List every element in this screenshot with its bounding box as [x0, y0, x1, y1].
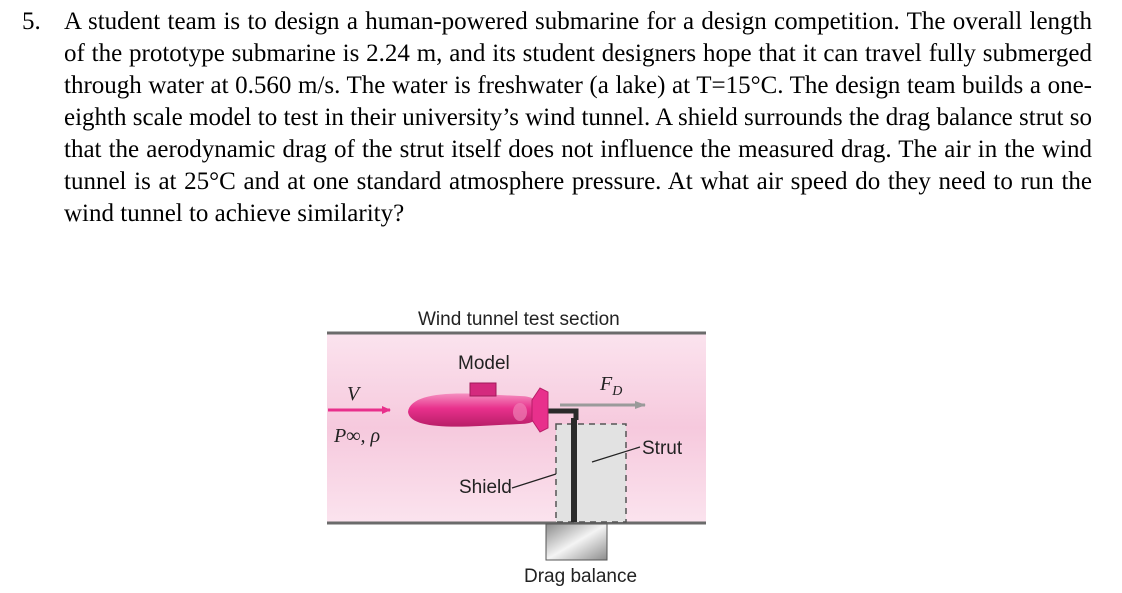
- drag-balance: [545, 523, 608, 561]
- strut-leader: [591, 446, 641, 463]
- model-label: Model: [458, 353, 510, 374]
- shield-label: Shield: [459, 477, 512, 498]
- tunnel-section: [327, 334, 706, 522]
- strut: [571, 418, 577, 522]
- figure-title: Wind tunnel test section: [418, 309, 620, 330]
- drag-force-label: FD: [599, 373, 622, 399]
- shield-leader: [511, 473, 557, 489]
- velocity-label: V: [347, 383, 362, 405]
- problem-number: 5.: [22, 8, 41, 35]
- shield: [555, 423, 627, 523]
- strut-label: Strut: [642, 438, 683, 459]
- problem-statement: 5. A student team is to design a human-p…: [22, 6, 1092, 230]
- problem-text: A student team is to design a human-powe…: [64, 8, 1092, 227]
- drag-balance-label: Drag balance: [524, 566, 637, 587]
- pressure-density-label: P∞, ρ: [333, 425, 380, 447]
- submarine-model: [408, 382, 549, 433]
- sting: [545, 408, 579, 420]
